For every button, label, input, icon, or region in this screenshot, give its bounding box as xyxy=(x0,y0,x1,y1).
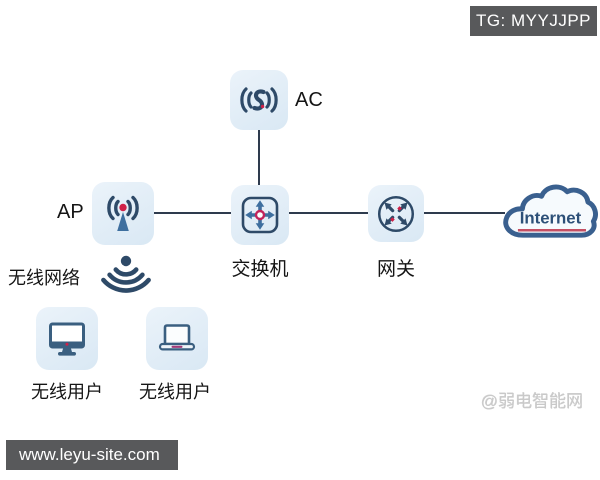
node-desktop-user xyxy=(36,307,98,370)
internet-cloud-icon: Internet xyxy=(503,184,598,238)
ac-label: AC xyxy=(295,89,323,111)
node-laptop-user xyxy=(146,307,208,370)
gateway-label: 网关 xyxy=(376,259,415,280)
link-ap-switch xyxy=(154,212,231,214)
link-ac-switch xyxy=(258,130,260,186)
site-watermark: www.leyu-site.com xyxy=(6,440,178,470)
access-point-icon xyxy=(107,195,139,231)
tg-badge: TG: MYYJJPP xyxy=(470,6,597,36)
router-arrows-icon xyxy=(377,195,415,232)
node-ap xyxy=(92,182,154,245)
wireless-network-label: 无线网络 xyxy=(8,268,80,288)
wifi-signal-icon xyxy=(101,255,151,293)
switch-label: 交换机 xyxy=(231,259,289,280)
internet-label: Internet xyxy=(520,208,582,227)
switch-arrows-icon xyxy=(241,196,279,234)
node-gateway xyxy=(368,185,424,242)
desktop-monitor-icon xyxy=(49,322,85,356)
desktop-user-label: 无线用户 xyxy=(31,382,103,402)
link-switch-gateway xyxy=(289,212,368,214)
link-gateway-internet xyxy=(424,212,505,214)
wireless-controller-icon xyxy=(240,87,278,113)
node-switch xyxy=(231,185,289,245)
credit-watermark: @弱电智能网 xyxy=(481,392,584,411)
node-ac xyxy=(230,70,288,130)
laptop-user-label: 无线用户 xyxy=(139,382,211,402)
ap-label: AP xyxy=(57,201,84,223)
laptop-icon xyxy=(158,323,196,351)
